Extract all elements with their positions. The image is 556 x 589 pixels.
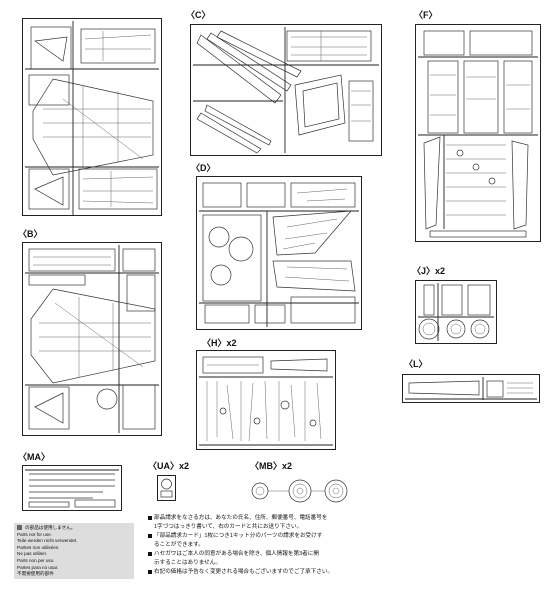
sprue-f-label: 〈F〉	[414, 10, 438, 20]
sprue-b-label: 〈B〉	[18, 229, 43, 239]
sprue-d-label: 〈D〉	[191, 163, 216, 173]
sprue-f-frame	[415, 24, 541, 242]
sprue-j-frame	[415, 280, 497, 344]
sprue-c-label: 〈C〉	[186, 10, 211, 20]
sprue-a-frame	[22, 18, 162, 216]
sprue-ua-frame	[157, 475, 176, 501]
sprue-h-frame	[196, 350, 336, 450]
sprue-l-label: 〈L〉	[404, 359, 428, 369]
bullet-icon	[148, 533, 152, 538]
parts-request-instructions: 部品請求をなさる方は、あなたの氏名、住所、郵便番号、電話番号を 1字づつはっきり…	[148, 514, 548, 577]
gray-square-icon	[17, 525, 22, 531]
sprue-l-frame	[402, 374, 540, 403]
sprue-ua-label: 〈UA〉x2	[148, 461, 190, 471]
sprue-mb-label: 〈MB〉x2	[250, 461, 293, 471]
bullet-icon	[148, 551, 152, 556]
sprue-b-frame	[22, 242, 162, 436]
sprue-ma-label: 〈MA〉	[18, 452, 50, 462]
sprue-d-frame	[196, 176, 362, 330]
bullet-icon	[148, 515, 152, 520]
parts-not-for-use-note: の部品は使用しません。 Parts not for use. Teile wer…	[14, 523, 134, 579]
sprue-c-frame	[190, 24, 382, 156]
bullet-icon	[148, 569, 152, 574]
sprue-j-label: 〈J〉x2	[412, 266, 446, 276]
sprue-h-label: 〈H〉x2	[202, 338, 237, 348]
sprue-ma-frame	[22, 465, 122, 511]
sprue-mb-frame	[244, 476, 354, 506]
